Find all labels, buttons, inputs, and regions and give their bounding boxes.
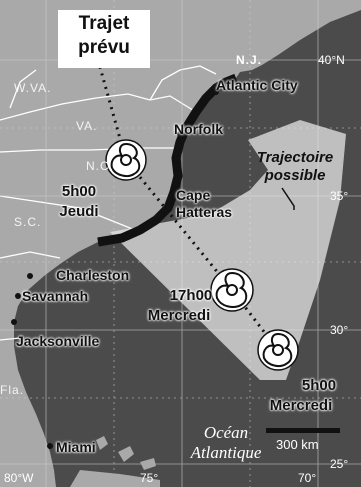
- position-day-2: Mercredi: [147, 307, 211, 324]
- affected-coastline: [97, 73, 238, 247]
- islands: [70, 436, 160, 487]
- city-norfolk: Norfolk: [174, 121, 223, 137]
- possible-trajectory-label-1: Trajectoire: [256, 149, 334, 166]
- title-box: [58, 10, 150, 68]
- position-time-3: 5h00: [301, 377, 337, 394]
- hurricane-icon: [210, 268, 254, 312]
- state-label-fla: Fla.: [0, 383, 25, 397]
- city-jacksonville: Jacksonville: [16, 333, 100, 349]
- state-label-nc: N.C.: [86, 159, 114, 173]
- forecast-track-line: [96, 59, 280, 351]
- lon-label-75: 75°: [140, 471, 159, 485]
- city-atlantic-city: Atlantic City: [216, 77, 298, 93]
- ocean-label-2: Atlantique: [190, 443, 262, 462]
- possible-trajectory-label-2: possible: [264, 167, 326, 184]
- scale-bar: [266, 428, 340, 433]
- lon-label-80: 80°W: [4, 471, 34, 485]
- state-label-wva: W.VA.: [14, 81, 52, 95]
- possible-trajectory-cone: [110, 120, 346, 380]
- city-charleston: Charleston: [56, 267, 130, 283]
- scale-label: 300 km: [276, 437, 319, 452]
- trajectory-pointer: [281, 187, 295, 210]
- state-label-sc: S.C.: [14, 215, 42, 229]
- hurricane-icon: [257, 329, 299, 371]
- map-title-line-1: Trajet: [78, 13, 130, 34]
- lat-label-25: 25°: [330, 457, 349, 471]
- position-day-3: Mercredi: [269, 397, 333, 414]
- state-label-nj: N.J.: [236, 53, 263, 67]
- city-miami: Miami: [56, 439, 96, 455]
- position-day-1: Jeudi: [59, 203, 99, 220]
- lat-label-35: 35°: [330, 189, 349, 203]
- map-title-line-2: prévu: [78, 37, 130, 58]
- ocean-label-1: Océan: [203, 423, 249, 442]
- city-markers: [11, 89, 219, 449]
- state-borders: [0, 65, 217, 341]
- position-time-1: 5h00: [61, 183, 97, 200]
- hurricane-icon: [105, 139, 147, 181]
- city-hatteras: Hatteras: [176, 204, 233, 220]
- position-time-2: 17h00: [169, 287, 213, 304]
- city-cape: Cape: [176, 187, 211, 203]
- lon-label-70: 70°: [298, 471, 317, 485]
- lat-label-40: 40°N: [318, 53, 345, 67]
- city-savannah: Savannah: [22, 288, 89, 304]
- lat-label-30: 30°: [330, 323, 349, 337]
- state-label-va: VA.: [76, 119, 98, 133]
